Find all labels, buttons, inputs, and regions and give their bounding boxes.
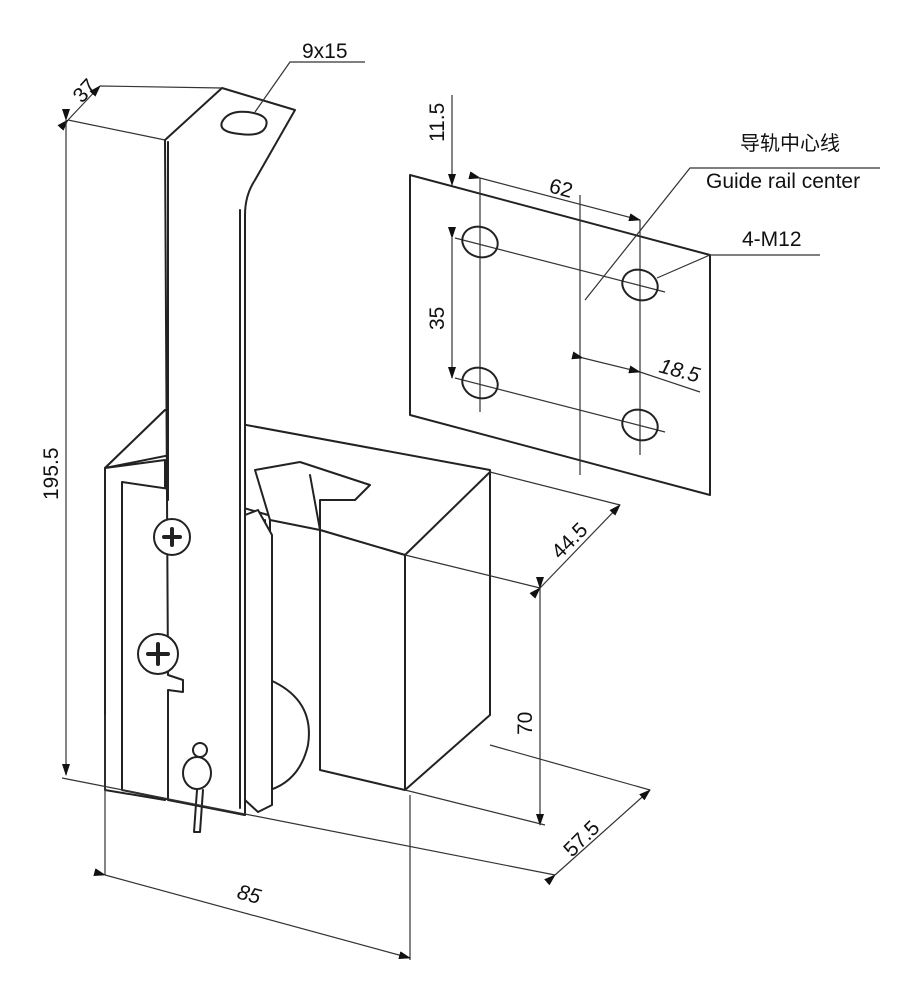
dim-hole-spacing-v: 35 xyxy=(426,307,449,330)
label-rail-center-cn: 导轨中心线 xyxy=(740,131,840,155)
screw-icon xyxy=(137,633,179,675)
switch-body xyxy=(104,409,491,816)
dim-total-height: 195.5 xyxy=(40,447,63,500)
dimension-lines xyxy=(57,61,880,960)
hole-icon xyxy=(461,366,499,400)
dim-hole-spacing-h: 62 xyxy=(547,175,576,203)
hole-icon xyxy=(461,225,499,259)
dim-block-height: 70 xyxy=(514,712,537,735)
hole-icon xyxy=(621,408,659,442)
dim-top-offset: 37 xyxy=(69,75,102,108)
label-rail-center-en: Guide rail center xyxy=(706,170,860,193)
actuator-arm xyxy=(164,87,296,816)
dim-plate-top: 11.5 xyxy=(426,103,449,142)
dim-block-depth: 44.5 xyxy=(547,518,592,563)
key-pin-icon xyxy=(182,742,212,833)
screw-icon xyxy=(153,518,191,556)
hole-icon xyxy=(621,268,659,302)
dim-slot: 9x15 xyxy=(302,40,348,63)
dim-block-width: 57.5 xyxy=(559,816,604,861)
dim-base-width: 85 xyxy=(235,881,264,909)
mounting-plate xyxy=(409,174,711,496)
label-holes: 4-M12 xyxy=(742,228,802,251)
slot-icon xyxy=(220,110,268,136)
